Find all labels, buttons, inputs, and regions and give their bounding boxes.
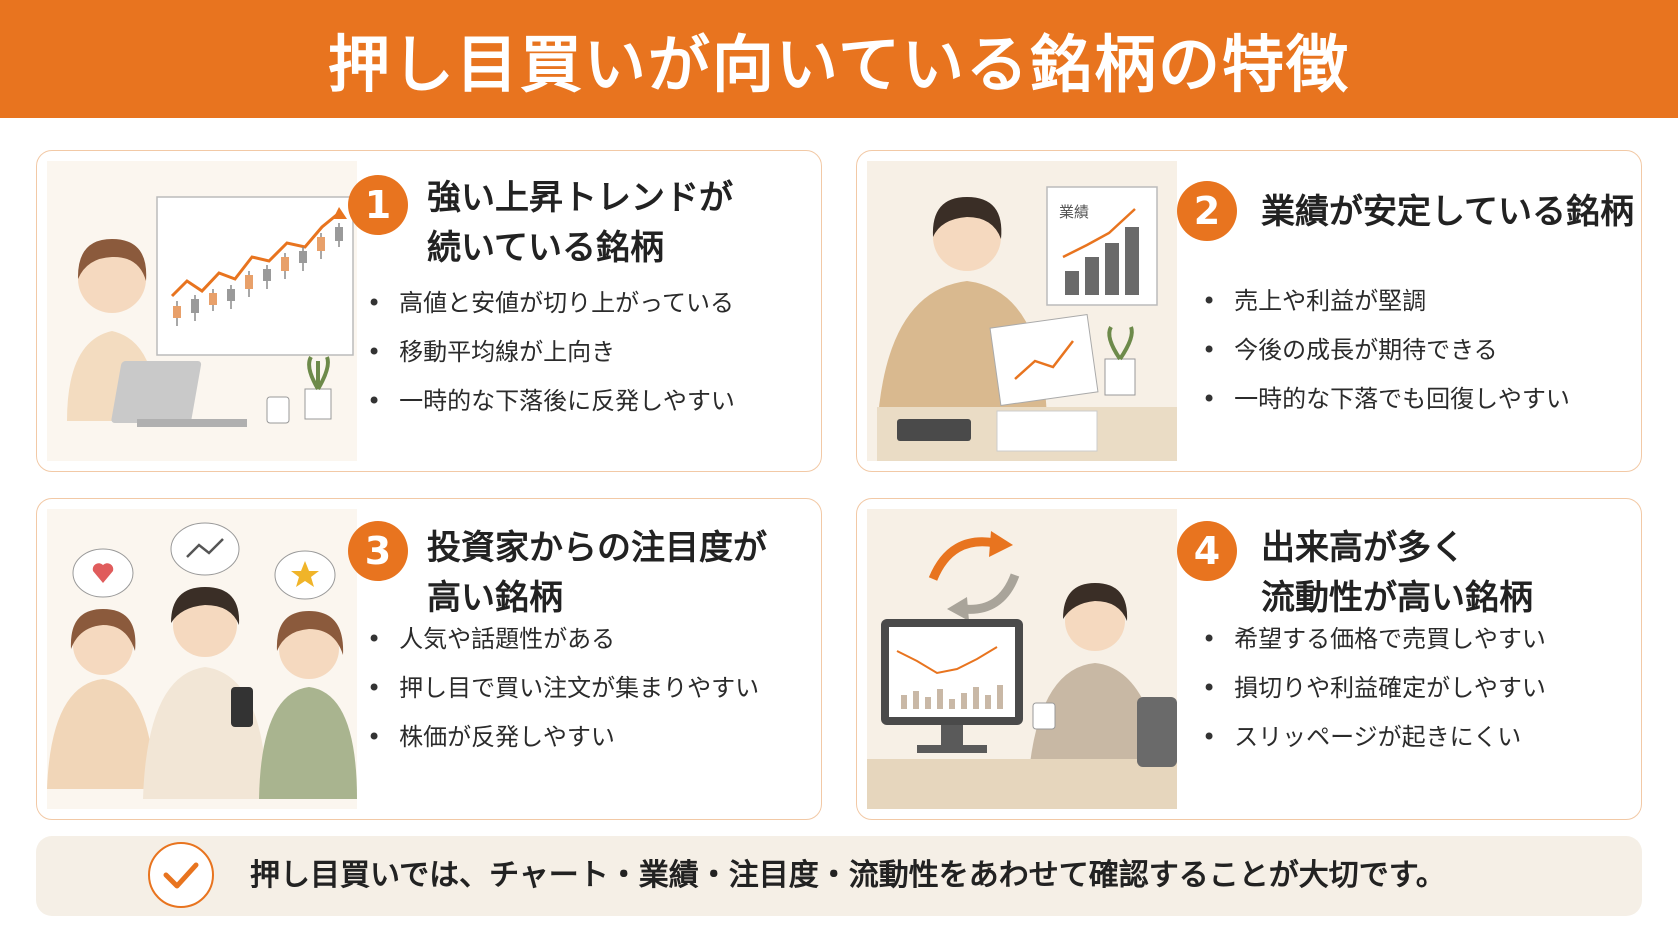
card-title-line: 投資家からの注目度が (427, 528, 767, 568)
step-number-badge: 2 (1177, 181, 1237, 241)
bullet-list: 高値と安値が切り上がっている 移動平均線が上向き 一時的な下落後に反発しやすい (367, 279, 735, 426)
board-label: 業績 (1059, 203, 1089, 221)
bullet-item: 売上や利益が堅調 (1202, 277, 1570, 326)
arrow-icon (989, 531, 1013, 557)
card-title-line: 出来高が多く (1261, 528, 1465, 568)
header-banner: 押し目買いが向いている銘柄の特徴 (0, 0, 1678, 118)
bullet-item: 一時的な下落後に反発しやすい (367, 377, 735, 426)
bullet-item: 損切りや利益確定がしやすい (1202, 664, 1546, 713)
card-title-line: 強い上昇トレンドが (427, 178, 733, 218)
feature-card-3: 3 投資家からの注目度が 高い銘柄 人気や話題性がある 押し目で買い注文が集まり… (36, 498, 822, 820)
page-title: 押し目買いが向いている銘柄の特徴 (327, 28, 1351, 101)
card-title-line: 流動性が高い銘柄 (1261, 578, 1533, 618)
bullet-list: 希望する価格で売買しやすい 損切りや利益確定がしやすい スリッページが起きにくい (1202, 615, 1546, 762)
bullet-item: 押し目で買い注文が集まりやすい (367, 664, 759, 713)
summary-text: 押し目買いでは、チャート・業績・注目度・流動性をあわせて確認することが大切です。 (250, 858, 1446, 893)
bullet-item: スリッページが起きにくい (1202, 713, 1546, 762)
step-number-badge: 3 (348, 521, 408, 581)
investors-chatting-illustration (47, 509, 357, 809)
bullet-item: 株価が反発しやすい (367, 713, 759, 762)
bullet-item: 一時的な下落でも回復しやすい (1202, 375, 1570, 424)
bullet-item: 人気や話題性がある (367, 615, 759, 664)
bullet-item: 今後の成長が期待できる (1202, 326, 1570, 375)
heart-icon (92, 563, 114, 583)
uptrend-chart-illustration (47, 161, 357, 461)
business-review-illustration: 業績 (867, 161, 1177, 461)
card-title: 出来高が多く 流動性が高い銘柄 (1261, 523, 1533, 623)
check-icon (163, 862, 199, 889)
bullet-list: 売上や利益が堅調 今後の成長が期待できる 一時的な下落でも回復しやすい (1202, 277, 1570, 424)
card-title: 投資家からの注目度が 高い銘柄 (427, 523, 767, 623)
star-icon (291, 561, 319, 587)
feature-card-4: 4 出来高が多く 流動性が高い銘柄 希望する価格で売買しやすい 損切りや利益確定… (856, 498, 1642, 820)
step-number-badge: 1 (348, 175, 408, 235)
card-title: 業績が安定している銘柄 (1261, 187, 1634, 237)
bullet-item: 移動平均線が上向き (367, 328, 735, 377)
step-number-badge: 4 (1177, 521, 1237, 581)
card-title-line: 続いている銘柄 (427, 228, 664, 268)
checkmark-circle (148, 842, 214, 908)
card-title-line: 業績が安定している銘柄 (1261, 192, 1634, 232)
bullet-item: 高値と安値が切り上がっている (367, 279, 735, 328)
feature-card-1: 1 強い上昇トレンドが 続いている銘柄 高値と安値が切り上がっている 移動平均線… (36, 150, 822, 472)
trader-monitor-illustration (867, 509, 1177, 809)
summary-footer: 押し目買いでは、チャート・業績・注目度・流動性をあわせて確認することが大切です。 (36, 836, 1642, 916)
bullet-list: 人気や話題性がある 押し目で買い注文が集まりやすい 株価が反発しやすい (367, 615, 759, 762)
feature-card-2: 業績 2 業績が安定している銘柄 売上や利益が堅調 今後の成長が期待できる 一時… (856, 150, 1642, 472)
arrow-icon (947, 597, 969, 621)
bullet-item: 希望する価格で売買しやすい (1202, 615, 1546, 664)
trend-icon (186, 538, 224, 558)
card-title-line: 高い銘柄 (427, 578, 563, 618)
card-title: 強い上昇トレンドが 続いている銘柄 (427, 173, 733, 273)
